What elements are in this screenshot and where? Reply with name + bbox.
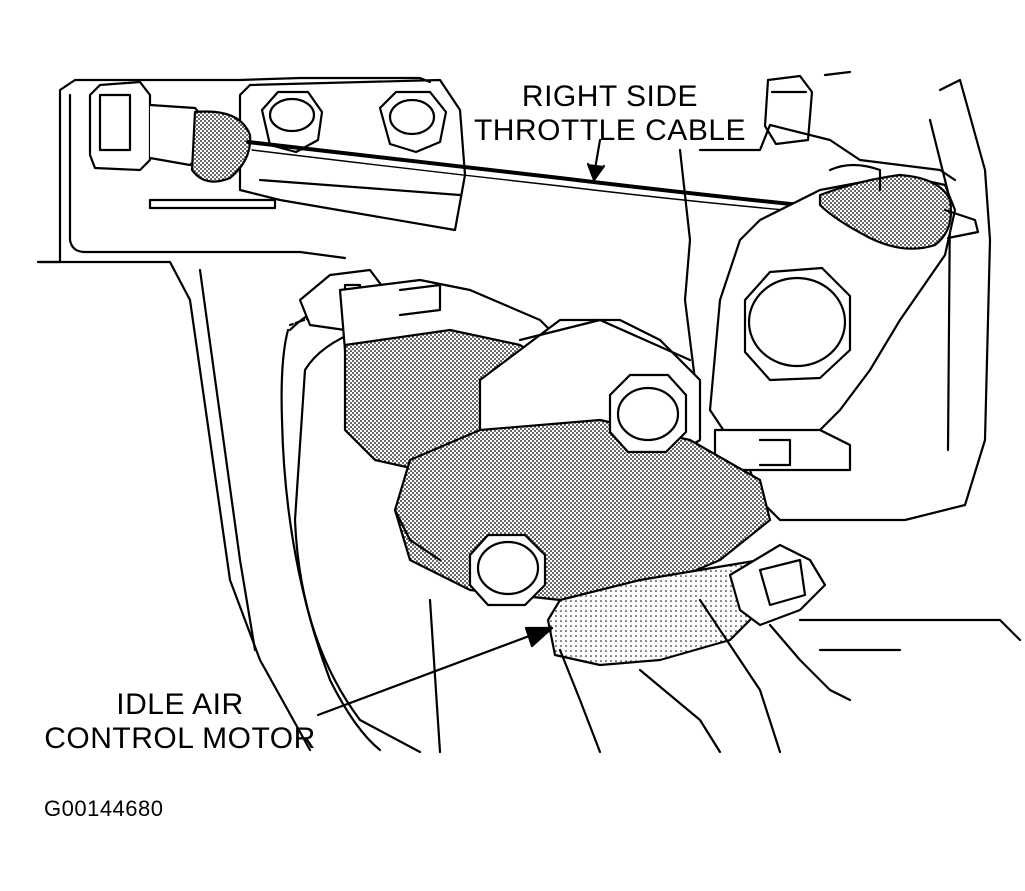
lower-right-bracket [713, 428, 852, 472]
lower-structure [428, 598, 1022, 754]
cable-connector-left [88, 80, 252, 183]
throttle-cable [246, 140, 832, 215]
iac-bolt-upper [608, 373, 688, 454]
iac-motor-label-line1: IDLE AIR [116, 688, 244, 721]
iac-motor [343, 318, 772, 667]
throttle-cable-label-line1: RIGHT SIDE [521, 80, 699, 113]
iac-connector [638, 543, 852, 754]
lever-pivot-bolt [743, 266, 852, 382]
upper-right-bolt [763, 70, 852, 146]
iac-motor-label: IDLE AIR CONTROL MOTOR [40, 688, 320, 756]
bracket-bolt-2 [378, 90, 448, 154]
throttle-cable-label: RIGHT SIDE THROTTLE CABLE [470, 80, 750, 148]
throttle-cable-label-line2: THROTTLE CABLE [473, 114, 747, 147]
cable-leader [586, 138, 606, 182]
iac-leader [316, 626, 554, 717]
engine-housing-left [36, 76, 432, 752]
iac-bolt-lower [468, 533, 547, 607]
figure-id: G00144680 [44, 796, 164, 821]
iac-motor-label-line2: CONTROL MOTOR [44, 722, 316, 755]
